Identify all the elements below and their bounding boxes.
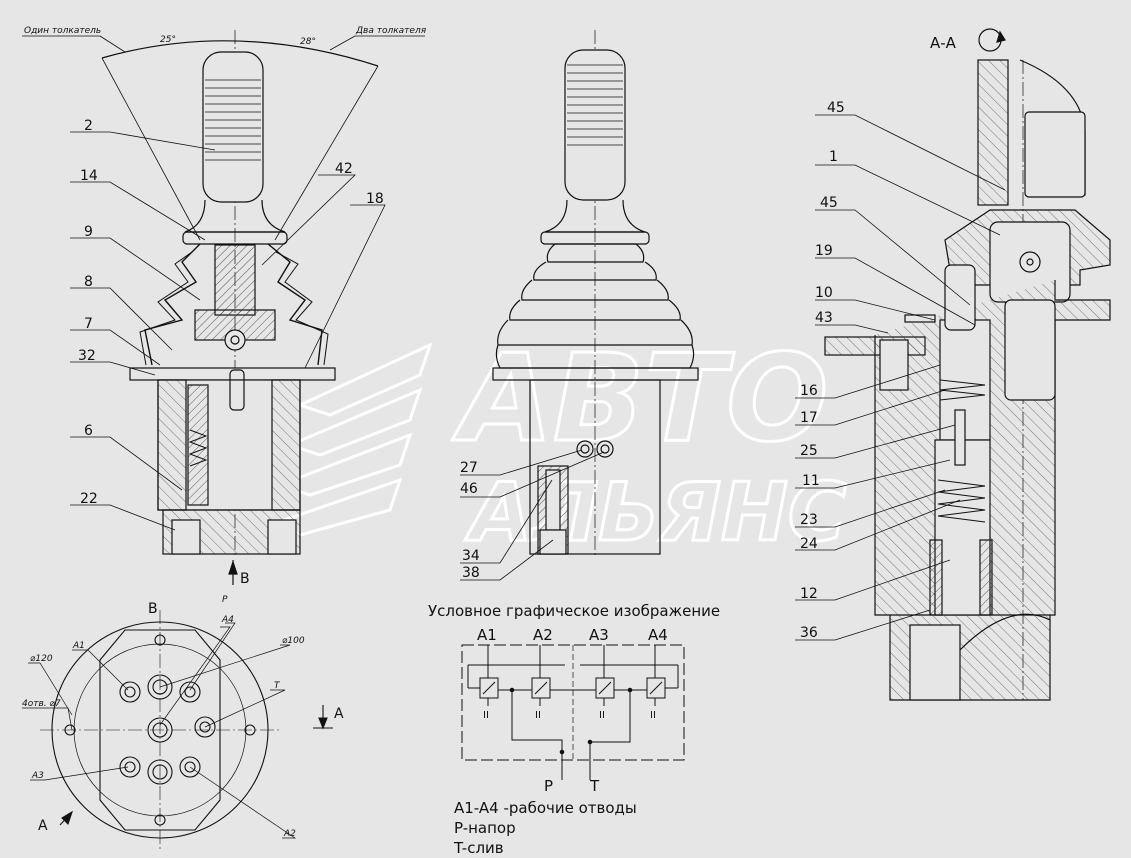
callout-12: 12	[800, 586, 818, 602]
valve-mark-4: II	[650, 710, 656, 721]
legend-line-3: T-слив	[453, 839, 504, 857]
callout-2: 2	[84, 118, 93, 134]
schematic-port-a4: A4	[648, 626, 668, 644]
port-t-label: T	[274, 681, 281, 691]
callout-32: 32	[78, 348, 96, 364]
callout-1: 1	[829, 149, 838, 165]
schematic-boundary	[461, 644, 685, 761]
left-callout-leaders	[70, 131, 386, 531]
callout-7: 7	[84, 316, 93, 332]
callout-45-top: 45	[827, 100, 845, 116]
right-callout-labels: 45 1 45 19 10 43 16 17 25 11 23 24 12 36…	[800, 34, 957, 641]
diameter-100-label: ⌀100	[282, 636, 305, 646]
middle-callout-labels: 27 46 34 38	[460, 460, 480, 581]
callout-36: 36	[800, 625, 818, 641]
angle-right: 28°	[300, 37, 316, 47]
callout-10: 10	[815, 285, 833, 301]
schematic-p-label: P	[544, 777, 553, 795]
view-a-label: А	[334, 706, 344, 722]
callout-34: 34	[462, 548, 480, 564]
holes-label: 4отв. ⌀7	[22, 699, 61, 709]
hydraulic-schematic	[461, 644, 685, 780]
legend: A1-A4 -рабочие отводы P-напор T-слив	[453, 799, 637, 857]
callout-9: 9	[84, 224, 93, 240]
callout-14: 14	[80, 168, 98, 184]
callout-16: 16	[800, 383, 818, 399]
watermark-line1: АВТО	[452, 330, 828, 469]
valve-mark-2: II	[535, 710, 541, 721]
angle-annotations: Один толкатель Два толкателя 25° 28° В	[24, 26, 427, 587]
port-a2-label: A2	[283, 829, 296, 839]
callout-23: 23	[800, 512, 818, 528]
watermark-line2: АЛЬЯНС	[464, 466, 847, 559]
port-a1-label: A1	[72, 641, 85, 651]
callout-6: 6	[84, 423, 93, 439]
callout-38: 38	[462, 565, 480, 581]
bottom-view-b	[40, 610, 333, 850]
schematic-port-a3: A3	[589, 626, 609, 644]
handle-grip	[202, 51, 264, 203]
callout-46: 46	[460, 481, 478, 497]
bottom-view-leaders	[22, 622, 297, 839]
callout-8: 8	[84, 274, 93, 290]
schematic-t-label: T	[589, 777, 600, 795]
view-b-title: В	[148, 601, 158, 617]
view-a-bottom-label: А	[38, 818, 48, 834]
legend-line-2: P-напор	[454, 819, 516, 837]
angle-left: 25°	[160, 35, 176, 45]
left-section-view	[22, 30, 425, 585]
one-pusher-note: Один толкатель	[24, 26, 101, 36]
callout-22: 22	[80, 491, 98, 507]
middle-callout-leaders	[460, 449, 605, 581]
callout-19: 19	[815, 243, 833, 259]
valve-mark-1: II	[483, 710, 489, 721]
left-callout-labels: 2 14 42 9 18 8 7 32 6 22	[78, 118, 384, 507]
schematic-port-a2: A2	[533, 626, 553, 644]
port-a3-label: A3	[31, 771, 44, 781]
legend-line-1: A1-A4 -рабочие отводы	[454, 799, 637, 817]
diameter-120-label: ⌀120	[30, 654, 53, 664]
right-section-view	[824, 28, 1111, 701]
two-pushers-note: Два толкателя	[355, 26, 427, 36]
bottom-view-labels: В P A1 A4 ⌀100 ⌀120 4отв. ⌀7 T A3 A2 А А	[22, 595, 344, 839]
schematic-labels: Условное графическое изображение A1 A2 A…	[428, 602, 720, 795]
callout-45: 45	[820, 195, 838, 211]
swing-angle-arc	[101, 40, 379, 67]
callout-42: 42	[335, 161, 353, 177]
schematic-port-a1: A1	[477, 626, 497, 644]
callout-18: 18	[366, 191, 384, 207]
port-a4-label: A4	[221, 615, 234, 625]
callout-11: 11	[802, 473, 820, 489]
callout-24: 24	[800, 536, 818, 552]
callout-17: 17	[800, 410, 818, 426]
callout-43: 43	[815, 310, 833, 326]
section-title: А-А	[930, 34, 957, 52]
schematic-title: Условное графическое изображение	[428, 602, 720, 620]
callout-25: 25	[800, 443, 818, 459]
watermark-logo: АВТО АЛЬЯНС	[265, 329, 848, 561]
port-p-label: P	[222, 595, 228, 605]
valve-mark-3: II	[599, 710, 605, 721]
middle-external-view	[492, 30, 699, 555]
right-callout-leaders	[795, 114, 1006, 641]
callout-27: 27	[460, 460, 478, 476]
view-b-arrow-label: В	[240, 571, 250, 587]
